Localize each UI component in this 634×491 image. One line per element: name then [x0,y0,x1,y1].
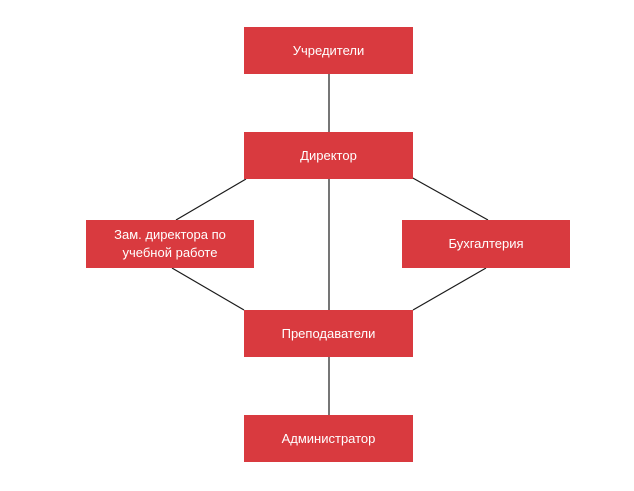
node-teachers-label: Преподаватели [281,325,376,341]
node-founders: Учредители [244,27,413,74]
node-accounting-label: Бухгалтерия [448,236,524,251]
edge-deputy-teachers [171,267,245,311]
node-founders-label: Учредители [292,42,365,58]
edge-accounting-teachers [412,267,487,311]
edge-director-deputy [175,178,247,221]
node-deputy-director: Зам. директора по учебной работе [86,220,254,268]
node-administrator: Администратор [244,415,413,462]
node-accounting: Бухгалтерия [402,220,570,268]
node-teachers: Преподаватели [244,310,413,357]
node-deputy-director-label: Зам. директора по учебной работе [114,227,226,260]
node-director-label: Директор [300,147,357,163]
node-director: Директор [244,132,413,179]
edge-director-accounting [410,176,489,221]
node-administrator-label: Администратор [281,430,376,446]
